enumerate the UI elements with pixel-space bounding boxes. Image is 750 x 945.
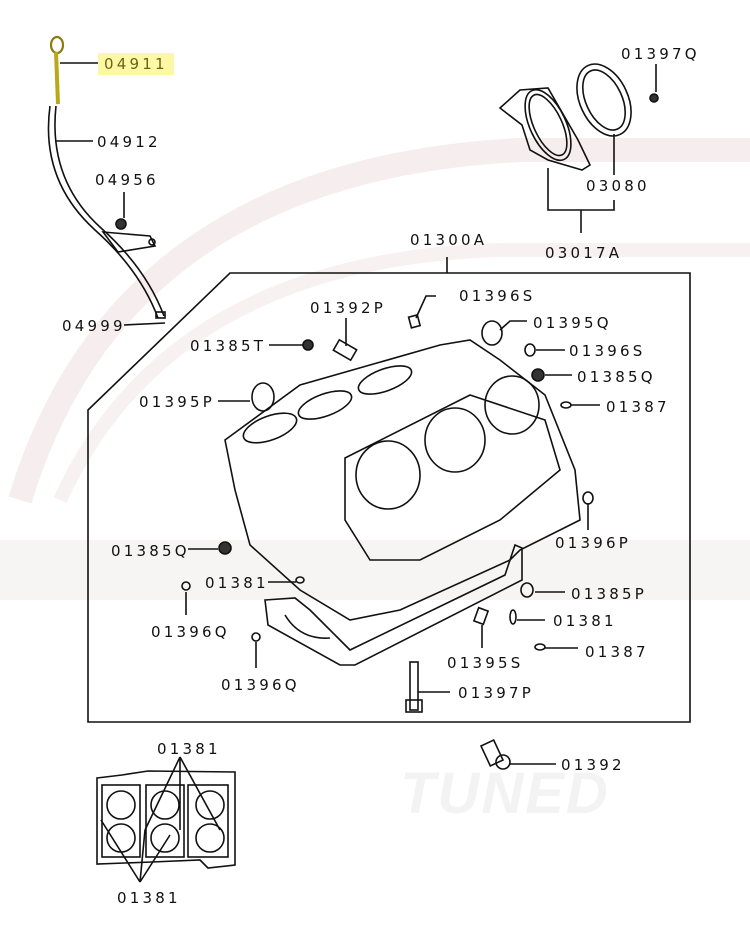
rear-oil-seal-icon [576, 63, 632, 137]
label-03017A[interactable]: 03017A [545, 244, 623, 262]
label-01396P[interactable]: 01396P [555, 534, 631, 552]
plug-icon [582, 491, 594, 505]
label-01395S[interactable]: 01395S [447, 654, 524, 672]
label-03080[interactable]: 03080 [586, 177, 650, 195]
rear-seal-case-icon [498, 87, 592, 171]
plug-icon [524, 343, 536, 357]
label-04911[interactable]: 04911 [98, 53, 174, 75]
pin-icon [295, 576, 305, 584]
label-01381-left[interactable]: 01381 [205, 574, 269, 592]
cylinder-block-icon [224, 339, 581, 666]
plug-icon [481, 320, 503, 346]
label-01387-bottom[interactable]: 01387 [585, 643, 649, 661]
inset-block-bottom-view [96, 756, 236, 883]
label-01396S-top[interactable]: 01396S [459, 287, 536, 305]
pin-icon [534, 643, 546, 651]
plug-icon [302, 339, 314, 351]
label-01385Q-left[interactable]: 01385Q [111, 542, 190, 560]
plug-icon [332, 338, 358, 362]
tube-bracket-icon [101, 231, 157, 253]
watermark-swoosh [8, 138, 750, 504]
bolt-icon [649, 93, 659, 103]
label-01387-top[interactable]: 01387 [606, 398, 670, 416]
crank-sensor-icon [479, 739, 511, 770]
label-01385P[interactable]: 01385P [571, 585, 647, 603]
label-04956[interactable]: 04956 [95, 171, 159, 189]
plug-icon [472, 606, 490, 626]
label-01392[interactable]: 01392 [561, 756, 625, 774]
label-01395Q[interactable]: 01395Q [533, 314, 612, 332]
watermark: TUNED [400, 761, 610, 826]
pin-icon [560, 401, 572, 409]
plug-icon [251, 632, 261, 642]
watermark-swoosh [53, 243, 750, 503]
label-01381-right[interactable]: 01381 [553, 612, 617, 630]
label-01396Q-b[interactable]: 01396Q [221, 676, 300, 694]
plug-icon [181, 581, 191, 591]
label-01385T[interactable]: 01385T [190, 337, 267, 355]
label-01381-inset-bottom[interactable]: 01381 [117, 889, 181, 907]
label-01300A[interactable]: 01300A [410, 231, 488, 249]
label-01397P[interactable]: 01397P [458, 684, 534, 702]
pin-icon [509, 609, 517, 625]
dipstick-tube-icon [47, 105, 166, 319]
plug-icon [251, 382, 275, 412]
label-01396S-right[interactable]: 01396S [569, 342, 646, 360]
label-04912[interactable]: 04912 [97, 133, 161, 151]
watermark-band [0, 540, 750, 600]
plug-icon [407, 313, 422, 329]
label-01396Q-a[interactable]: 01396Q [151, 623, 230, 641]
label-04999[interactable]: 04999 [62, 317, 126, 335]
label-01381-inset-top[interactable]: 01381 [157, 740, 221, 758]
plug-icon [520, 582, 534, 598]
label-01392P[interactable]: 01392P [310, 299, 386, 317]
bolt-icon [115, 218, 127, 230]
label-01385Q-right[interactable]: 01385Q [577, 368, 656, 386]
label-01395P[interactable]: 01395P [139, 393, 215, 411]
bolt-01397P-icon [405, 661, 423, 713]
assembly-frame [87, 257, 691, 723]
dipstick-icon [49, 35, 65, 105]
label-01397Q[interactable]: 01397Q [621, 45, 700, 63]
plug-icon [531, 368, 545, 382]
plug-icon [218, 541, 232, 555]
